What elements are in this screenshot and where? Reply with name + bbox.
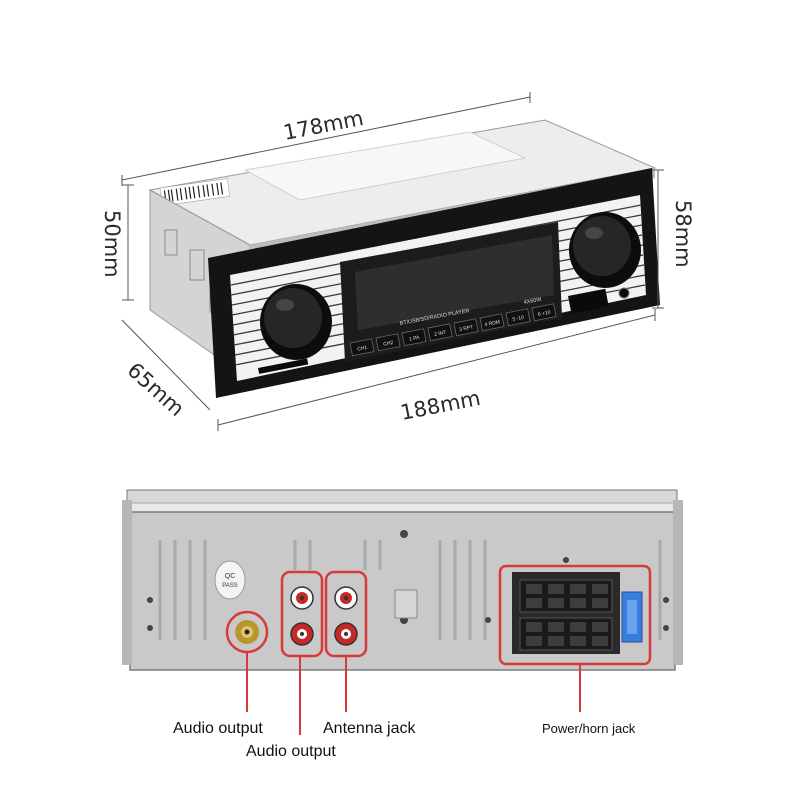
preset-button[interactable]: 6 +10	[531, 303, 557, 322]
dim-depth: 65mm	[123, 358, 189, 421]
power-rating-text: 4X60W	[523, 297, 543, 306]
preset-button-label: 4 RDM	[484, 319, 500, 328]
preset-button[interactable]: CH2	[375, 333, 401, 352]
lcd-screen	[355, 235, 554, 330]
power-connector-box	[498, 564, 652, 666]
preset-button-label: 2 INT	[434, 330, 447, 338]
preset-button-label: 3 RPT	[459, 324, 474, 333]
preset-button[interactable]: 1 PA	[401, 328, 427, 347]
sd-slot	[258, 358, 309, 374]
rear-top-edge	[126, 489, 678, 505]
label-antenna-jack: Antenna jack	[323, 720, 417, 737]
label-power-horn-jack: Power/horn jack	[542, 721, 636, 736]
rear-side-left	[122, 500, 132, 665]
preset-button-label: 1 PA	[409, 335, 421, 343]
tuning-knob[interactable]	[569, 212, 641, 288]
dim-front-width: 188mm	[398, 386, 482, 425]
rear-ribs	[158, 540, 662, 640]
audio-output-rca-box	[280, 570, 324, 658]
preset-button[interactable]: CH1	[349, 338, 375, 357]
svg-text:QC: QC	[225, 573, 236, 580]
preset-button[interactable]: 2 INT	[427, 323, 453, 342]
label-audio-output-1: Audio output	[173, 720, 263, 737]
qc-pass-stamp: QC PASS	[214, 560, 246, 600]
radio-rear-view: QC PASS	[122, 489, 683, 735]
rear-bracket	[394, 589, 418, 619]
rear-side-right	[673, 500, 683, 665]
dim-left-height: 50mm	[100, 210, 124, 278]
usb-port	[568, 288, 609, 314]
volume-knob[interactable]	[260, 284, 332, 360]
preset-button-label: CH1	[357, 345, 368, 353]
rca-jacks	[290, 586, 358, 646]
top-sticker	[243, 131, 527, 201]
rear-holes	[147, 530, 669, 631]
callout-lines	[246, 652, 581, 735]
preset-button-label: 5 -10	[512, 315, 525, 323]
svg-text:PASS: PASS	[222, 583, 238, 589]
preset-button[interactable]: 4 RDM	[479, 313, 505, 332]
preset-buttons: CH1 CH2 1 PA 2 INT 3 RPT 4 RDM 5 -10 6 +10	[349, 303, 557, 357]
dim-right-height: 58mm	[671, 200, 695, 268]
preset-button-label: 6 +10	[538, 310, 552, 318]
preset-button-label: CH2	[383, 340, 394, 348]
preset-button[interactable]: 5 -10	[505, 308, 531, 327]
dimension-lines	[121, 92, 664, 431]
preset-button[interactable]: 3 RPT	[453, 318, 479, 337]
label-audio-output-2: Audio output	[246, 743, 336, 760]
aux-jack	[618, 287, 630, 299]
iso-connector	[512, 572, 643, 654]
